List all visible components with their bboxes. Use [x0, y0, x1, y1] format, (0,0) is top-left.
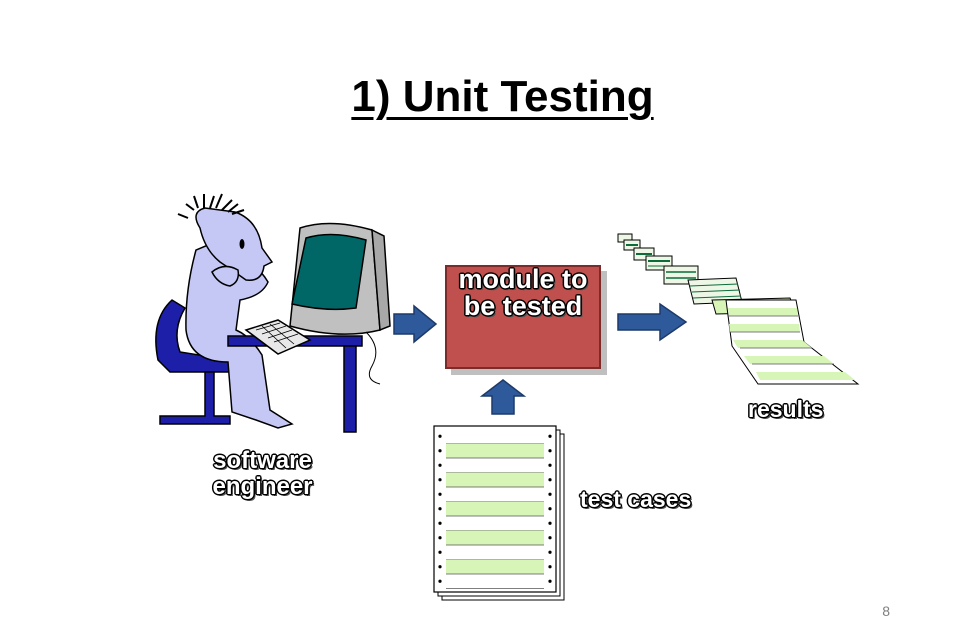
test-case-row	[446, 559, 544, 574]
sprocket-hole	[438, 521, 442, 525]
module-box	[445, 265, 601, 369]
sprocket-hole	[438, 550, 442, 554]
slide-title: 1) Unit Testing	[351, 72, 654, 121]
test-case-row	[446, 443, 544, 458]
arrow-engineer-to-module	[393, 304, 438, 344]
sprocket-hole	[548, 492, 552, 496]
sprocket-hole	[438, 434, 442, 438]
sprocket-hole	[548, 565, 552, 569]
test-case-row	[446, 501, 544, 516]
sprocket-hole	[438, 463, 442, 467]
sprocket-hole	[548, 579, 552, 583]
arrow-module-to-results	[617, 302, 688, 342]
sprocket-hole	[548, 536, 552, 540]
sprocket-hole	[438, 492, 442, 496]
sprocket-hole	[438, 449, 442, 453]
sprocket-hole	[548, 507, 552, 511]
sprocket-hole	[548, 463, 552, 467]
test-cases-stack	[433, 425, 565, 601]
sprocket-hole	[438, 579, 442, 583]
results-printout	[617, 233, 860, 385]
sprocket-hole	[548, 449, 552, 453]
sprocket-hole	[548, 550, 552, 554]
sprocket-hole	[548, 434, 552, 438]
results-label: results	[748, 396, 824, 422]
sprocket-hole	[438, 478, 442, 482]
sprocket-hole	[438, 565, 442, 569]
sprocket-hole	[548, 478, 552, 482]
sprocket-hole	[548, 521, 552, 525]
engineer-label: software engineer	[212, 447, 313, 500]
test-case-row	[446, 472, 544, 487]
sprocket-hole	[438, 507, 442, 511]
test-case-row	[446, 530, 544, 545]
page-number: 8	[882, 603, 890, 619]
sprocket-hole	[438, 536, 442, 540]
person-head	[195, 207, 274, 281]
module-label: module to be tested	[458, 264, 588, 321]
test-cases-label: test cases	[580, 486, 692, 512]
software-engineer-illustration	[155, 193, 391, 433]
arrow-testcases-to-module	[479, 379, 527, 415]
